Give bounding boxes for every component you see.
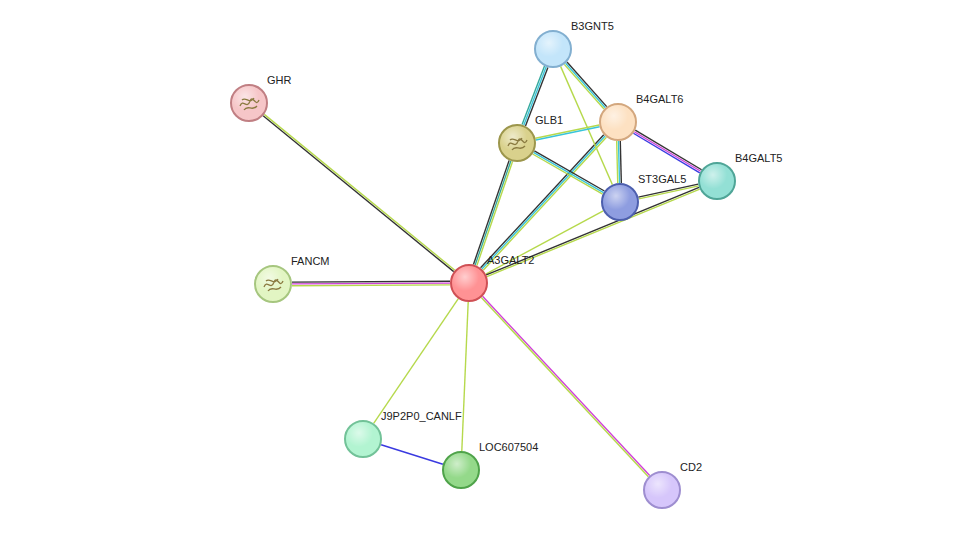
evidence-line <box>635 130 701 170</box>
node-label: B4GALT6 <box>636 93 684 106</box>
evidence-line <box>264 114 455 270</box>
evidence-line <box>620 141 621 183</box>
evidence-line <box>487 189 700 277</box>
interaction-edge <box>374 299 459 424</box>
interaction-edge <box>481 135 607 271</box>
interaction-edge <box>617 141 622 183</box>
node-label: GHR <box>267 74 291 87</box>
evidence-line <box>536 127 600 140</box>
node-label: CD2 <box>680 461 702 474</box>
evidence-line <box>634 132 700 172</box>
interaction-edge <box>533 151 605 194</box>
node-label: B3GNT5 <box>571 20 614 33</box>
evidence-line <box>292 282 450 284</box>
structure-glyph <box>500 126 534 160</box>
structure-squiggle <box>264 279 283 291</box>
node-label: B4GALT5 <box>735 152 783 165</box>
evidence-line <box>481 135 604 268</box>
protein-node: B4GALT5 <box>698 162 736 200</box>
evidence-line <box>639 186 699 199</box>
structure-squiggle <box>508 138 527 150</box>
evidence-line <box>533 154 603 194</box>
interaction-edge <box>381 445 443 465</box>
structure-squiggle <box>240 98 259 110</box>
evidence-line <box>567 62 607 107</box>
interaction-edge <box>292 281 450 285</box>
protein-node: CD2 <box>643 471 681 509</box>
protein-node: GHR <box>230 84 268 122</box>
evidence-line <box>638 184 698 197</box>
interaction-edge <box>263 114 455 271</box>
evidence-line <box>292 284 450 286</box>
interaction-edge <box>633 130 701 173</box>
evidence-line <box>617 141 618 183</box>
evidence-line <box>381 445 443 465</box>
evidence-line <box>374 299 459 424</box>
evidence-line <box>633 133 699 173</box>
interaction-edge <box>473 160 512 265</box>
node-label: GLB1 <box>535 114 563 127</box>
protein-node: B4GALT6 <box>599 103 637 141</box>
structure-glyph <box>232 86 266 120</box>
interaction-edge <box>564 62 606 109</box>
interaction-edge <box>486 187 700 276</box>
evidence-line <box>475 161 511 265</box>
evidence-line <box>566 63 606 108</box>
protein-node: B3GNT5 <box>534 30 572 68</box>
interaction-edge <box>462 302 468 451</box>
protein-node: ST3GAL5 <box>601 183 639 221</box>
evidence-line <box>477 162 513 266</box>
evidence-line <box>533 152 603 192</box>
node-label: LOC607504 <box>479 441 538 454</box>
evidence-line <box>618 141 619 183</box>
evidence-line <box>482 136 605 269</box>
node-label: J9P2P0_CANLF <box>381 410 462 423</box>
interaction-edge <box>486 211 604 274</box>
evidence-line <box>534 151 604 191</box>
protein-node: FANCM <box>254 265 292 303</box>
interaction-edge <box>638 184 698 199</box>
protein-node: LOC607504 <box>442 451 480 489</box>
evidence-line <box>462 302 468 451</box>
node-label: ST3GAL5 <box>638 173 686 186</box>
evidence-line <box>535 125 599 138</box>
evidence-line <box>486 211 604 274</box>
node-label: A3GALT2 <box>487 254 535 267</box>
evidence-line <box>292 281 450 283</box>
evidence-line <box>486 187 699 275</box>
interaction-edge <box>535 125 599 140</box>
structure-glyph <box>256 267 290 301</box>
evidence-line <box>263 116 454 272</box>
protein-node: GLB1 <box>498 124 536 162</box>
node-label: FANCM <box>291 255 330 268</box>
protein-node: J9P2P0_CANLF <box>344 420 382 458</box>
protein-node: A3GALT2 <box>450 264 488 302</box>
